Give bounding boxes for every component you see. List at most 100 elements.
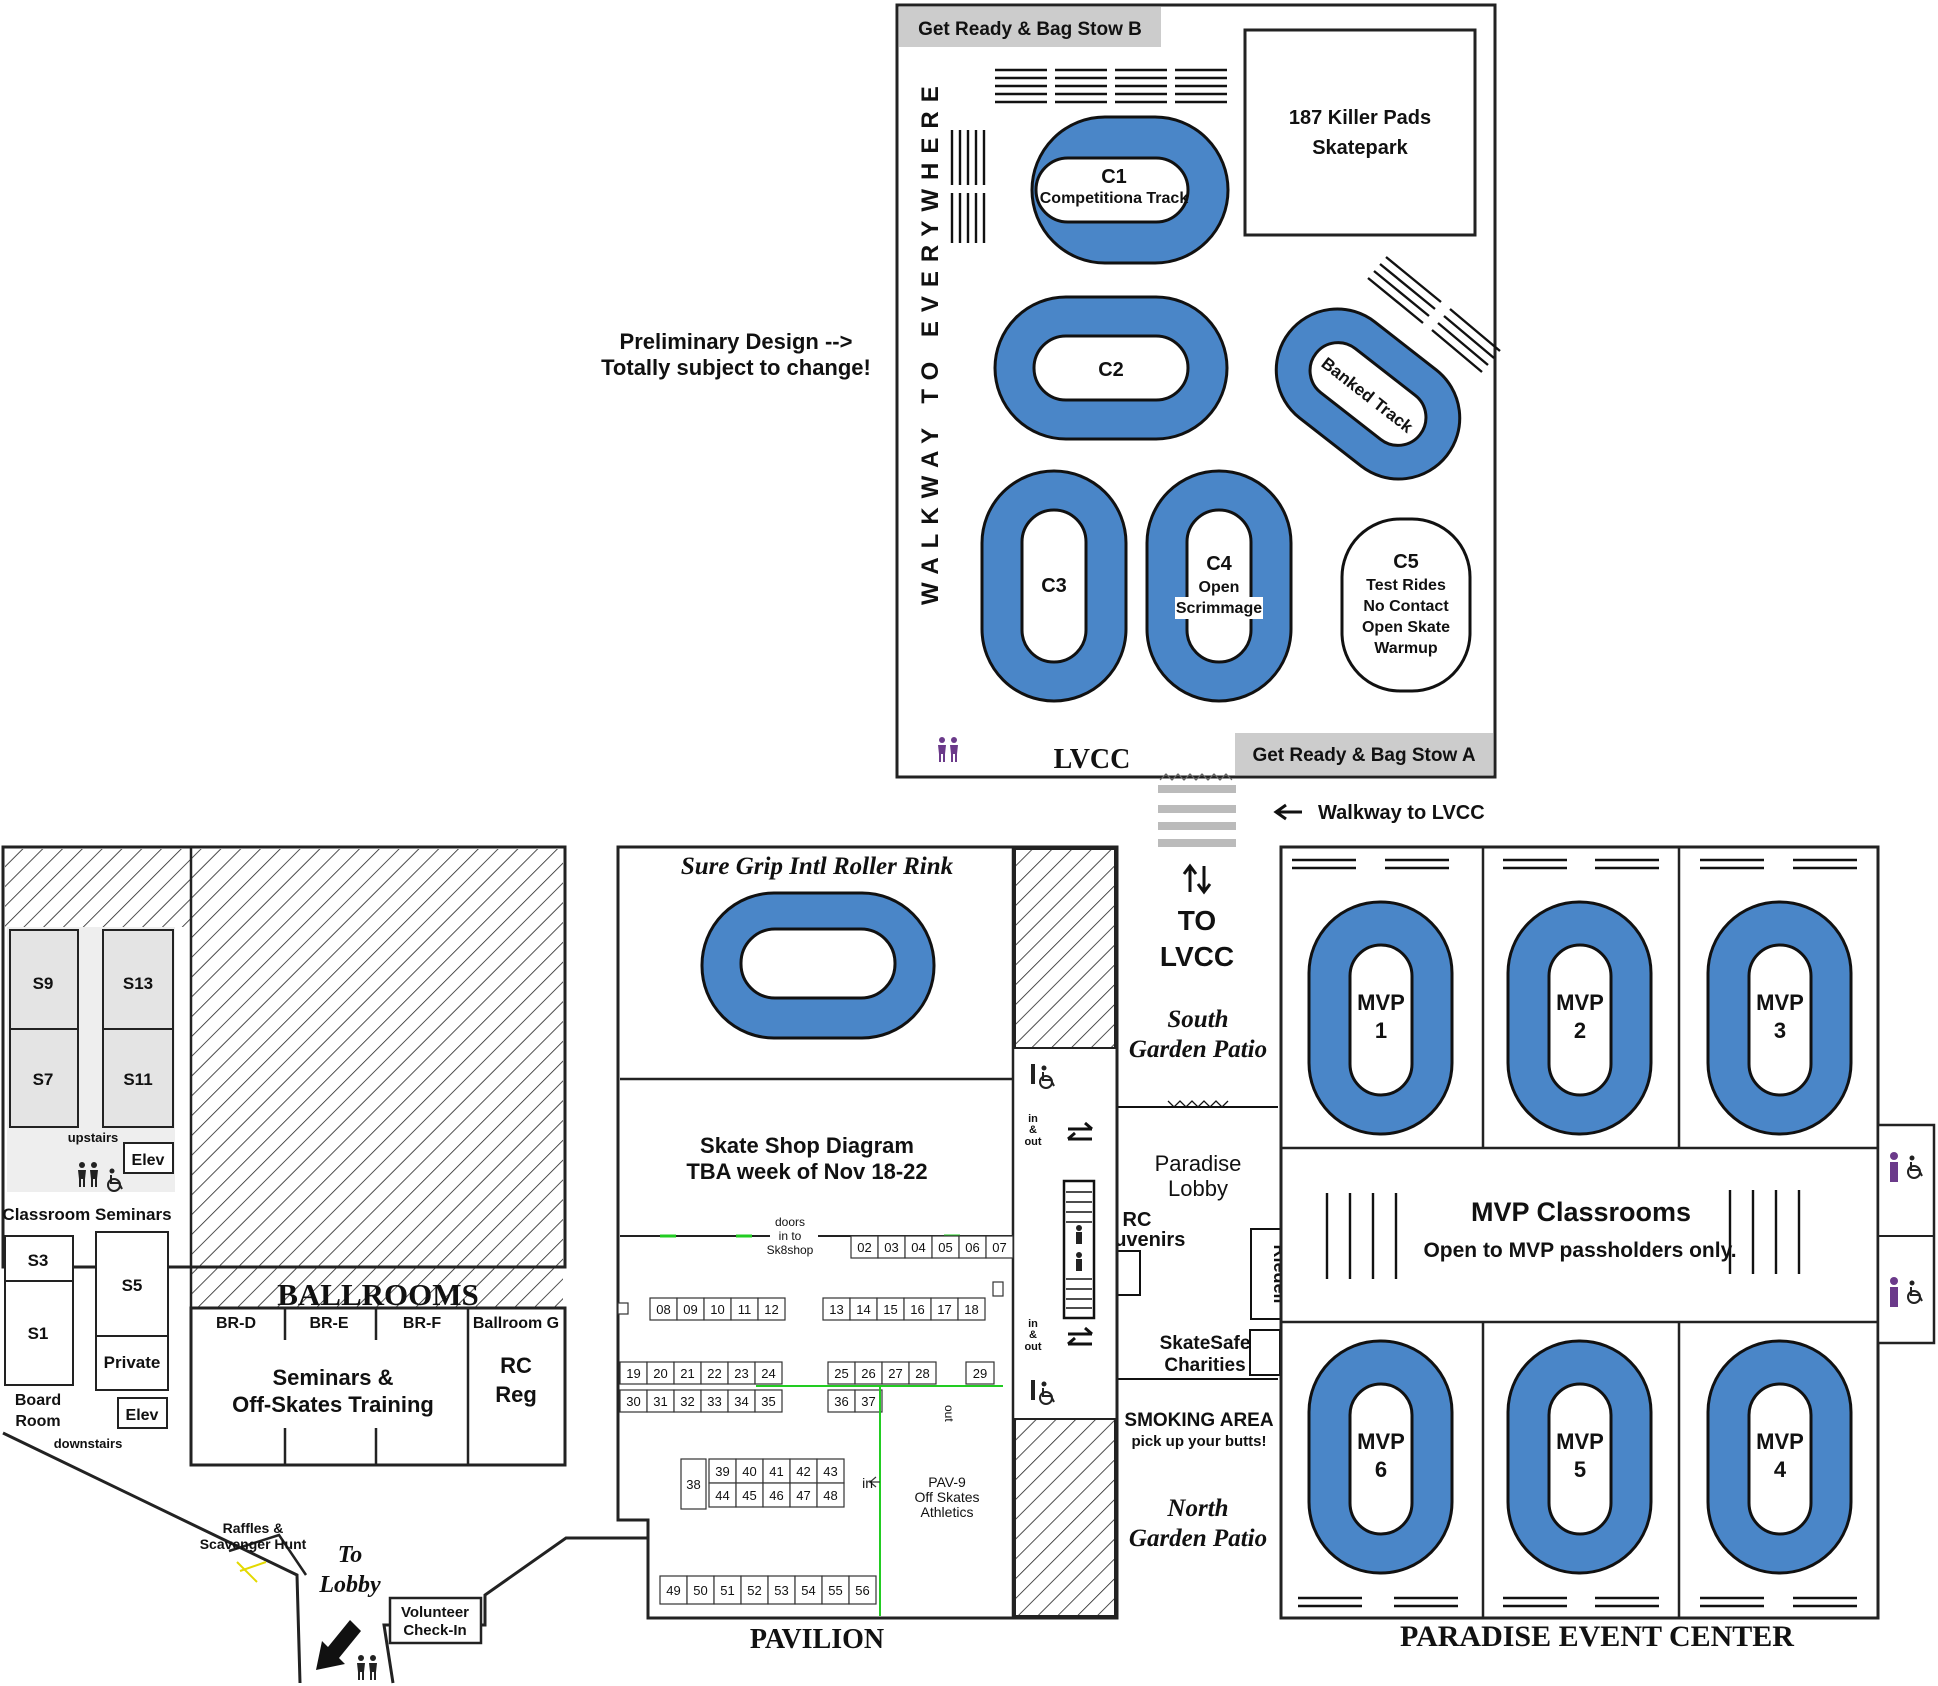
booth-11-label: 11 bbox=[738, 1302, 752, 1317]
volunteer-check-in bbox=[388, 1596, 483, 1645]
north-patio-line1: North bbox=[1166, 1495, 1228, 1522]
mvp-track-1: MVP 1 bbox=[1307, 900, 1454, 1136]
pav9-line2: Off Skates bbox=[914, 1489, 979, 1505]
c5-line4: Warmup bbox=[1374, 640, 1438, 657]
room-s11: S11 bbox=[123, 1070, 152, 1089]
area-c5: C5 Test Rides No Contact Open Skate Warm… bbox=[1340, 517, 1472, 693]
booth-47 bbox=[789, 1482, 818, 1508]
room-private: Private bbox=[104, 1353, 161, 1372]
elevator-upper bbox=[123, 1142, 174, 1174]
booth-34-label: 34 bbox=[734, 1394, 748, 1409]
out-label: out bbox=[942, 1405, 956, 1422]
restroom-icon bbox=[357, 1655, 377, 1680]
skatepark-line1: 187 Killer Pads bbox=[1289, 107, 1431, 129]
track-c2: C2 bbox=[993, 295, 1229, 441]
in-out-lower-l1: in bbox=[1028, 1318, 1038, 1330]
in-out-upper-l3: out bbox=[1024, 1136, 1041, 1148]
booth-28-label: 28 bbox=[915, 1366, 929, 1381]
mvp-track-5: MVP 5 bbox=[1506, 1339, 1653, 1575]
booth-12 bbox=[757, 1297, 786, 1321]
track-c1: C1 Competitiona Track bbox=[1030, 115, 1230, 265]
north-patio-line2: Garden Patio bbox=[1129, 1525, 1267, 1552]
booth-54-label: 54 bbox=[801, 1583, 815, 1598]
booth-18-label: 18 bbox=[964, 1302, 978, 1317]
to-lvcc-line2: LVCC bbox=[1160, 941, 1234, 972]
pav9-line1: PAV-9 bbox=[928, 1474, 966, 1490]
booth-20-label: 20 bbox=[653, 1366, 667, 1381]
doors-line2: in to bbox=[779, 1229, 802, 1243]
room-s5: S5 bbox=[122, 1276, 143, 1295]
booth-48 bbox=[816, 1482, 845, 1508]
room-s7: S7 bbox=[33, 1070, 54, 1089]
c5-line3: Open Skate bbox=[1362, 619, 1450, 636]
preliminary-note-line1: Preliminary Design --> bbox=[620, 329, 853, 354]
booth-42-label: 42 bbox=[796, 1464, 810, 1479]
ballroom-g-label: Ballroom G bbox=[473, 1315, 559, 1332]
track-c2-title: C2 bbox=[1098, 359, 1124, 381]
track-c4-sub2: Scrimmage bbox=[1176, 600, 1262, 617]
walkway-crosswalk bbox=[1158, 773, 1236, 847]
rink-title: Sure Grip Intl Roller Rink bbox=[681, 853, 954, 880]
south-patio-line1: South bbox=[1167, 1006, 1228, 1033]
pavilion-title: PAVILION bbox=[750, 1624, 884, 1655]
left-arrow-icon bbox=[1273, 803, 1302, 821]
smoking-area-line1: SMOKING AREA bbox=[1124, 1410, 1273, 1431]
booth-13-label: 13 bbox=[829, 1302, 843, 1317]
mvp-2-line1: MVP bbox=[1556, 990, 1604, 1015]
booth-27-label: 27 bbox=[888, 1366, 902, 1381]
rc-reg-line1: RC bbox=[500, 1353, 532, 1378]
booth-35-label: 35 bbox=[761, 1394, 775, 1409]
south-patio-line2: Garden Patio bbox=[1129, 1036, 1267, 1063]
hatched-area-north bbox=[1014, 848, 1116, 1049]
booth-02-label: 02 bbox=[857, 1240, 871, 1255]
doors-line3: Sk8shop bbox=[767, 1243, 814, 1257]
mvp-4-line2: 4 bbox=[1774, 1457, 1787, 1482]
corridor-walls bbox=[2, 1431, 650, 1684]
seminars-line1: Seminars & bbox=[272, 1365, 393, 1390]
booth-55 bbox=[821, 1575, 850, 1605]
hatched-area-south bbox=[1014, 1418, 1116, 1617]
pav9-path bbox=[756, 1385, 1003, 1616]
in-label: in bbox=[862, 1475, 873, 1491]
booth-18 bbox=[957, 1297, 986, 1321]
booth-55-label: 55 bbox=[828, 1583, 842, 1598]
raffles-line1: Raffles & bbox=[223, 1520, 284, 1536]
track-c1-title: C1 bbox=[1101, 166, 1127, 188]
mvp-track-2: MVP 2 bbox=[1506, 900, 1653, 1136]
walkway-to-lvcc-label: Walkway to LVCC bbox=[1318, 802, 1485, 824]
in-out-upper-l1: in bbox=[1028, 1113, 1038, 1125]
elev-lower-label: Elev bbox=[126, 1407, 159, 1424]
booth-05-label: 05 bbox=[938, 1240, 952, 1255]
seminars-line2: Off-Skates Training bbox=[232, 1392, 434, 1417]
to-lobby-line1: To bbox=[338, 1542, 362, 1568]
skatesafe-line1: SkateSafe bbox=[1160, 1333, 1251, 1354]
c5-line2: No Contact bbox=[1363, 598, 1449, 615]
lvcc-title: LVCC bbox=[1054, 744, 1131, 775]
c5-line1: Test Rides bbox=[1366, 577, 1446, 594]
restroom-icon bbox=[1890, 1152, 1898, 1307]
room-s3: S3 bbox=[28, 1251, 49, 1270]
downstairs-label: downstairs bbox=[54, 1436, 123, 1451]
sure-grip-rink bbox=[700, 891, 936, 1040]
mvp-6-line1: MVP bbox=[1357, 1429, 1405, 1454]
booth-16-label: 16 bbox=[910, 1302, 924, 1317]
booth-52 bbox=[740, 1575, 769, 1605]
pavilion: Sure Grip Intl Roller Rink Skate Shop Di… bbox=[616, 845, 1119, 1655]
booth-37 bbox=[854, 1389, 883, 1413]
booth-09-label: 09 bbox=[683, 1302, 697, 1317]
to-lobby-line2: Lobby bbox=[318, 1572, 381, 1598]
br-f-label: BR-F bbox=[403, 1315, 441, 1332]
booth-24 bbox=[754, 1361, 783, 1385]
mvp-2-line2: 2 bbox=[1574, 1018, 1586, 1043]
booth-14-label: 14 bbox=[856, 1302, 870, 1317]
raffles-line2: Scavenger Hunt bbox=[200, 1536, 307, 1552]
preliminary-note-line2: Totally subject to change! bbox=[601, 355, 871, 380]
bag-stow-a-box bbox=[1235, 733, 1493, 775]
mvp-bleachers bbox=[1292, 858, 1857, 1608]
rc-souvenirs-line1: RC bbox=[1123, 1209, 1152, 1231]
track-c3-title: C3 bbox=[1041, 575, 1067, 597]
banked-track: Banked Track bbox=[1274, 307, 1462, 481]
upstairs-label: upstairs bbox=[68, 1130, 119, 1145]
bag-stow-a-label: Get Ready & Bag Stow A bbox=[1252, 745, 1475, 766]
